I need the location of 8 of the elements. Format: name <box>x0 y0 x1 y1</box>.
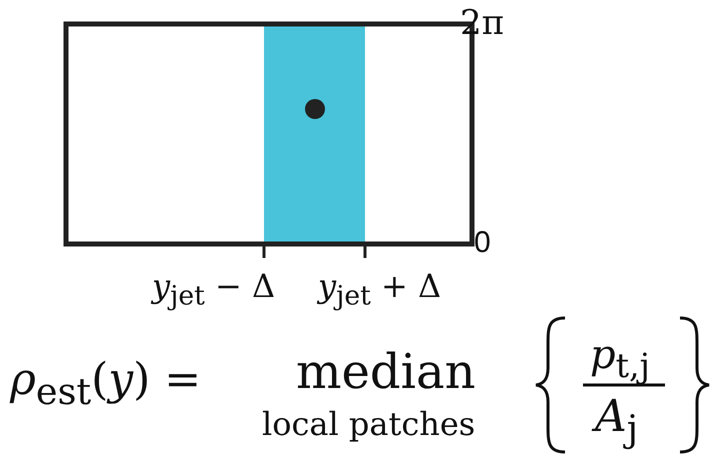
formula-text: p$_{t,j}$ <box>590 335 650 382</box>
axis-label: 2π <box>460 6 504 40</box>
formula-text: ρ$_{est}$(y) = <box>10 358 202 410</box>
formula-text: local patches <box>262 408 476 440</box>
formula-text: median <box>296 348 476 396</box>
tick-label: y$_{jet}$ − Δ <box>152 270 276 310</box>
tick-label: y$_{jet}$ + Δ <box>318 270 442 310</box>
axis-label: 0 <box>474 228 491 258</box>
